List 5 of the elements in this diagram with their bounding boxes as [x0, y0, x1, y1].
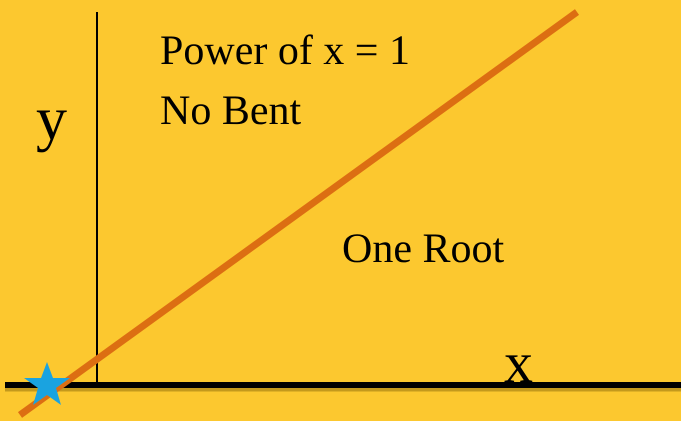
annotation-text: One Root — [342, 228, 504, 270]
annotation-text: Power of x = 1 — [160, 30, 410, 72]
axis-label: y — [36, 88, 67, 150]
annotation-text: No Bent — [160, 90, 302, 132]
axis-label: x — [504, 334, 533, 392]
